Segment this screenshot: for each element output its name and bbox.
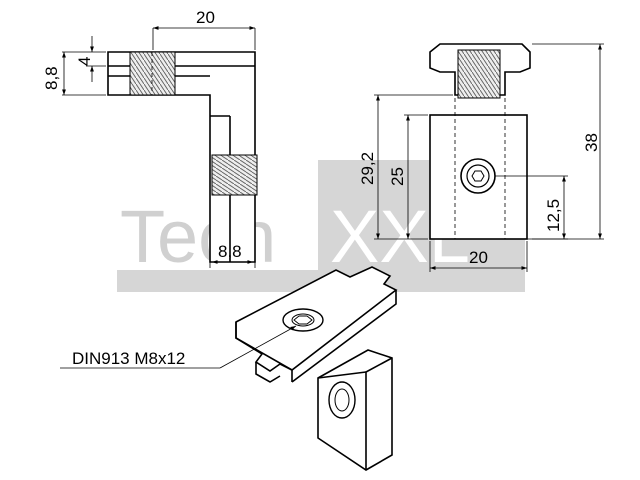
- dim-side-height: 8,8: [42, 66, 61, 90]
- dim-front-total-height: 38: [582, 133, 601, 152]
- dim-front-hole-height: 12,5: [544, 199, 563, 232]
- side-grub-screw-top: [129, 51, 176, 96]
- dim-front-height-b: 25: [388, 167, 407, 186]
- iso-leg-socket-inner: [334, 388, 350, 412]
- iso-vertical-leg: [317, 349, 393, 471]
- dim-front-height-a: 29,2: [358, 152, 377, 185]
- side-grub-screw-right: [211, 154, 258, 196]
- dim-side-bottom: 8,8: [218, 242, 242, 261]
- iso-plate-hex-icon: [293, 315, 313, 325]
- dim-side-width: 20: [196, 8, 215, 27]
- dim-side-thread: 4: [75, 57, 94, 66]
- dim-front-width: 20: [469, 248, 488, 267]
- side-view: 20 8,8 4 8,8: [42, 8, 258, 268]
- front-hex-socket-icon: [471, 170, 485, 182]
- screw-callout-label: DIN913 M8x12: [72, 349, 185, 368]
- front-grub-screw: [457, 49, 501, 99]
- front-hex-socket-inner: [466, 164, 490, 188]
- isometric-view: DIN913 M8x12: [60, 266, 398, 471]
- front-view: 38 29,2 25 12,5 20: [358, 43, 604, 272]
